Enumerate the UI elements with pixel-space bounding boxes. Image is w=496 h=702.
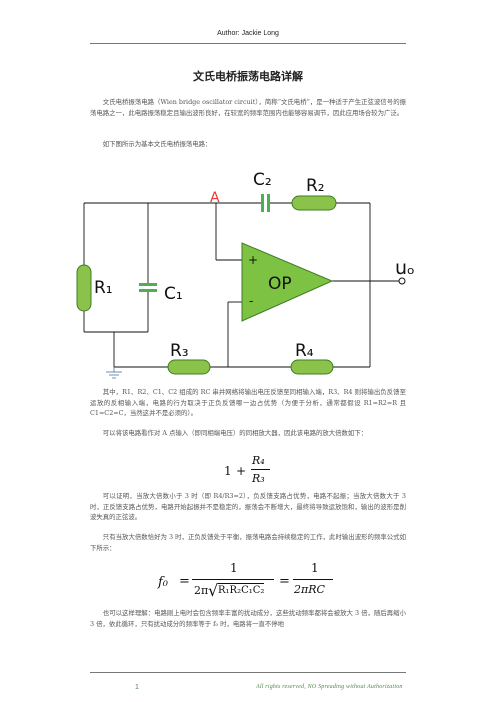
c2-label: C₂ [253,170,272,190]
gain-one: 1 [224,464,232,478]
freq-numerator-2: 1 [311,561,319,575]
freq-lhs: f₀ [158,575,169,590]
resistor-r2 [291,195,337,211]
capacitor-c1 [139,283,157,292]
output-terminal [398,277,406,285]
page-title: 文氏电桥振荡电路详解 [193,70,303,83]
capacitor-c2 [261,194,270,212]
ground-icon [106,367,122,379]
opamp-triangle [241,242,334,322]
resistor-r3 [167,359,211,375]
freq-denominator-2: 2πRC [294,583,325,596]
freq-eq-2: = [279,574,290,589]
page-number: 1 [135,684,139,691]
wien-bridge-circuit: A C₂ R₂ R₁ C₁ R₃ R₄ OP + - uₒ [76,170,415,379]
resistor-r4 [290,359,334,375]
footer-rule [90,672,406,673]
output-label: uₒ [395,257,415,279]
c1-label: C₁ [164,284,183,304]
circuit-wires [83,202,402,368]
r3-label: R₃ [170,341,189,361]
opamp-label: OP [268,274,292,294]
freq-numerator-1: 1 [230,561,238,575]
footer-text: All rights reserved, NO Spreading withou… [256,684,403,690]
freq-fraction-bar-2 [293,579,333,580]
intro-lead: 如下图所示为基本文氏电桥振荡电路： [102,140,212,148]
freq-eq-1: = [179,574,190,589]
r1-label: R₁ [94,278,113,298]
body-paragraph-1: 其中，R1、R2、C1、C2 组成的 RC 串并网络将输出电压反馈至同相输入端，… [90,388,406,418]
gain-numerator: R₄ [252,454,265,467]
node-a-label: A [210,190,220,206]
freq-fraction-bar-1 [192,579,274,580]
opamp-plus-label: + [248,253,258,267]
body-paragraph-2: 可以将该电路看作对 A 点输入（即同相端电压）的同相放大器，因此该电路的放大倍数… [102,429,368,437]
opamp-minus-label: - [249,294,253,308]
gain-formula: 1 + R₄ R₃ [224,454,284,490]
sqrt-icon: √ [208,581,219,600]
body-paragraph-3: 可以证明，当放大倍数小于 3 时（即 R4/R3=2），负反馈支路占优势，电路不… [90,492,406,522]
resistor-r1 [76,264,92,312]
freq-radicand: R₁R₂C₁C₂ [218,583,265,596]
frequency-formula: f₀ = 1 2π √ R₁R₂C₁C₂ = 1 2πRC [158,561,358,607]
gain-fraction-bar [251,469,270,470]
body-paragraph-5: 也可以这样理解：电路刚上电时会包含频率丰富的扰动成分，这些扰动频率都将会被放大 … [90,609,406,628]
gain-plus: + [236,464,247,478]
freq-den-prefix: 2π [194,584,209,597]
body-paragraph-4: 只有当放大倍数恰好为 3 时，正负反馈处于平衡，振荡电路会持续稳定的工作，此时输… [90,533,406,552]
page-header: Author: Jackie Long [217,30,279,37]
gain-denominator: R₃ [252,472,265,485]
r4-label: R₄ [295,341,314,361]
intro-paragraph: 文氏电桥振荡电路（Wien bridge oscillator circuit）… [90,98,406,117]
header-rule [90,43,406,44]
r2-label: R₂ [306,176,325,196]
